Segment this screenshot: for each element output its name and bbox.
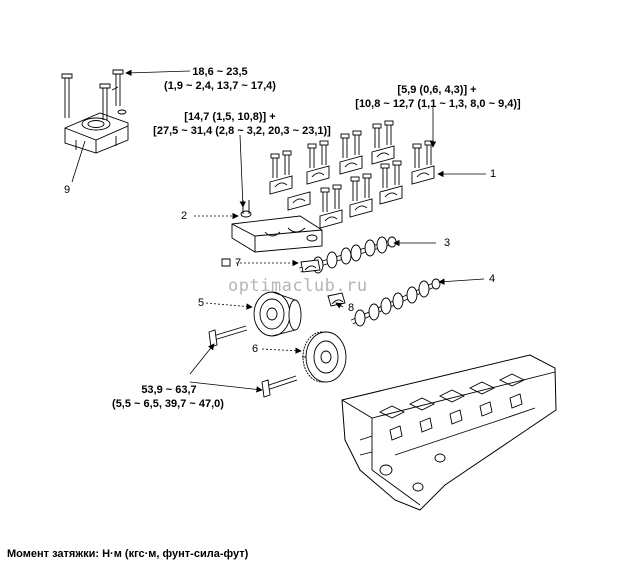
front-cap-part <box>231 200 323 253</box>
watermark: optimaclub.ru <box>228 276 368 296</box>
bracket-part <box>64 112 129 154</box>
bracket-bolts <box>61 69 127 120</box>
torque-sprocket-line1: 53,9 ~ 63,7 <box>141 384 197 396</box>
torque-front-cap-line1: [14,7 (1,5, 10,8)] + <box>184 111 276 123</box>
callout-6: 6 <box>252 343 259 355</box>
callout-2: 2 <box>181 210 188 222</box>
torque-units-legend: Момент затяжки: Н·м (кгс·м, фунт-сила-фу… <box>7 548 249 560</box>
bearing-caps <box>269 120 435 229</box>
callout-8: 8 <box>348 302 355 314</box>
callout-1: 1 <box>490 168 497 180</box>
cylinder-head <box>341 354 557 511</box>
callout-7: 7 <box>235 257 242 269</box>
callout-4: 4 <box>489 273 496 285</box>
cap-piece-7 <box>221 258 321 273</box>
torque-bracket-line2: (1,9 ~ 2,4, 13,7 ~ 17,4) <box>164 80 276 92</box>
camshaft-intake <box>350 278 441 327</box>
callout-9: 9 <box>64 184 71 196</box>
torque-sprocket-line2: (5,5 ~ 6,5, 39,7 ~ 47,0) <box>112 398 224 410</box>
torque-front-cap-line2: [27,5 ~ 31,4 (2,8 ~ 3,2, 20,3 ~ 23,1)] <box>153 125 331 137</box>
callout-5: 5 <box>198 297 205 309</box>
leader-lines <box>71 69 486 393</box>
cvvt-sprocket <box>253 291 302 337</box>
callout-3: 3 <box>444 237 451 249</box>
torque-bearing-cap-line1: [5,9 (0,6, 4,3)] + <box>397 84 477 96</box>
torque-bearing-cap-line2: [10,8 ~ 12,7 (1,1 ~ 1,3, 8,0 ~ 9,4)] <box>355 98 521 110</box>
torque-bracket-line1: 18,6 ~ 23,5 <box>192 66 248 78</box>
sprocket-bolts <box>208 325 298 398</box>
chain-sprocket <box>302 331 347 383</box>
